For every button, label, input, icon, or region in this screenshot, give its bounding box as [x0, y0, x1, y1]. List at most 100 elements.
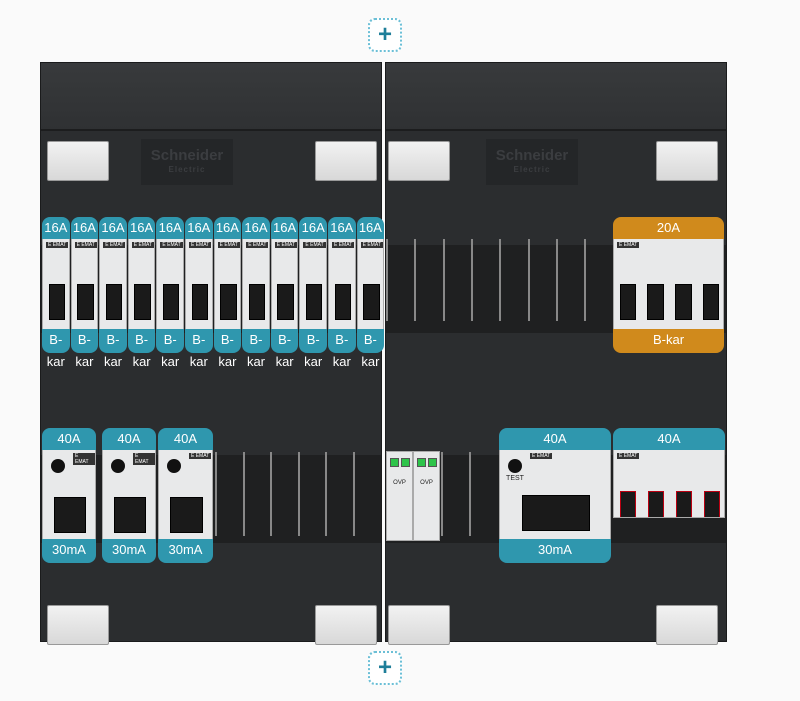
- breaker-toggle[interactable]: [305, 284, 323, 320]
- breaker-toggle[interactable]: [619, 284, 637, 320]
- breaker-toggle[interactable]: [619, 491, 637, 517]
- blank-cover: [499, 239, 502, 321]
- breaker-toggle[interactable]: [647, 491, 665, 517]
- emat-logo: E EMAT: [332, 242, 355, 248]
- rating-label: 20A: [613, 217, 724, 239]
- rating-label: 16A: [156, 217, 184, 239]
- rating-label: 16A: [356, 217, 385, 239]
- breaker-toggle[interactable]: [702, 284, 720, 320]
- mcb-16a[interactable]: E EMAT 16A B-kar: [42, 217, 70, 369]
- rating-label: 16A: [127, 217, 156, 239]
- breaker-toggle[interactable]: [248, 284, 266, 320]
- blank-cover: [470, 239, 473, 321]
- ovp-module: OVP: [413, 451, 440, 541]
- breaker-body: E EMAT: [613, 448, 725, 518]
- blank-cover: [555, 239, 558, 321]
- plus-icon: +: [377, 21, 392, 48]
- breaker-toggle[interactable]: [220, 284, 237, 320]
- rating-label: 40A: [499, 428, 611, 450]
- type-label: B-kar: [127, 329, 156, 369]
- blank-cover: [442, 239, 445, 321]
- breaker-toggle[interactable]: [277, 284, 294, 320]
- blank-cover: [242, 452, 245, 536]
- add-top-button[interactable]: +: [368, 18, 402, 52]
- breaker-body: E EMAT: [213, 237, 242, 333]
- breaker-body: E EMAT: [156, 237, 184, 333]
- emat-logo: E EMAT: [360, 242, 383, 248]
- test-button[interactable]: [167, 459, 181, 473]
- breaker-body: E EMAT: [356, 237, 385, 333]
- ovp-label: OVP: [393, 480, 406, 486]
- breaker-toggle[interactable]: [170, 497, 203, 533]
- breaker-toggle[interactable]: [522, 495, 590, 531]
- breaker-body: E EMAT: [42, 237, 70, 333]
- breaker-toggle[interactable]: [191, 284, 209, 320]
- type-label: B-kar: [185, 329, 213, 369]
- blank-cover: [527, 239, 530, 321]
- emat-logo: E EMAT: [133, 453, 155, 465]
- blank-cover: [325, 452, 327, 536]
- test-button[interactable]: [51, 459, 65, 473]
- blank-cover: [584, 239, 587, 321]
- type-label: B-kar: [156, 329, 184, 369]
- add-bottom-button[interactable]: +: [368, 651, 402, 685]
- type-label: B-kar: [42, 329, 70, 369]
- rating-label: 40A: [158, 428, 213, 450]
- breaker-toggle[interactable]: [134, 284, 151, 320]
- breaker-toggle[interactable]: [334, 284, 352, 320]
- emat-logo: E EMAT: [617, 453, 640, 459]
- panel-handle: [388, 141, 450, 181]
- breaker-body: E EMAT: [613, 237, 724, 333]
- breaker-toggle[interactable]: [363, 284, 380, 320]
- emat-logo: E EMAT: [73, 453, 95, 465]
- type-label: B-kar: [613, 329, 724, 353]
- breaker-toggle[interactable]: [675, 284, 692, 320]
- panel-handle: [315, 141, 377, 181]
- blank-cover: [352, 452, 355, 536]
- breaker-toggle[interactable]: [162, 284, 180, 320]
- panel-handle: [656, 605, 718, 645]
- emat-logo: E EMAT: [46, 242, 69, 248]
- rating-label: 40A: [102, 428, 156, 450]
- breaker-toggle[interactable]: [77, 284, 94, 320]
- type-label: B-kar: [99, 329, 127, 369]
- emat-logo: E EMAT: [103, 242, 126, 248]
- emat-logo: E EMAT: [530, 453, 553, 459]
- emat-logo: E EMAT: [217, 242, 240, 248]
- breaker-toggle[interactable]: [48, 284, 66, 320]
- rating-label: 16A: [299, 217, 327, 239]
- breaker-toggle[interactable]: [53, 497, 87, 533]
- type-label: B-kar: [299, 329, 327, 369]
- panel-cap: [386, 63, 726, 131]
- breaker-toggle[interactable]: [647, 284, 664, 320]
- main-switch-40a[interactable]: E EMAT 40A: [613, 428, 725, 538]
- breaker-toggle[interactable]: [105, 284, 123, 320]
- rating-label: 16A: [242, 217, 270, 239]
- breaker-toggle[interactable]: [113, 497, 147, 533]
- breaker-toggle[interactable]: [675, 491, 693, 517]
- test-button[interactable]: [111, 459, 125, 473]
- panel-handle: [315, 605, 377, 645]
- rating-label: 16A: [270, 217, 299, 239]
- rating-label: 40A: [613, 428, 725, 450]
- breaker-toggle[interactable]: [703, 491, 721, 517]
- rating-label: 16A: [42, 217, 70, 239]
- test-button[interactable]: [508, 459, 522, 473]
